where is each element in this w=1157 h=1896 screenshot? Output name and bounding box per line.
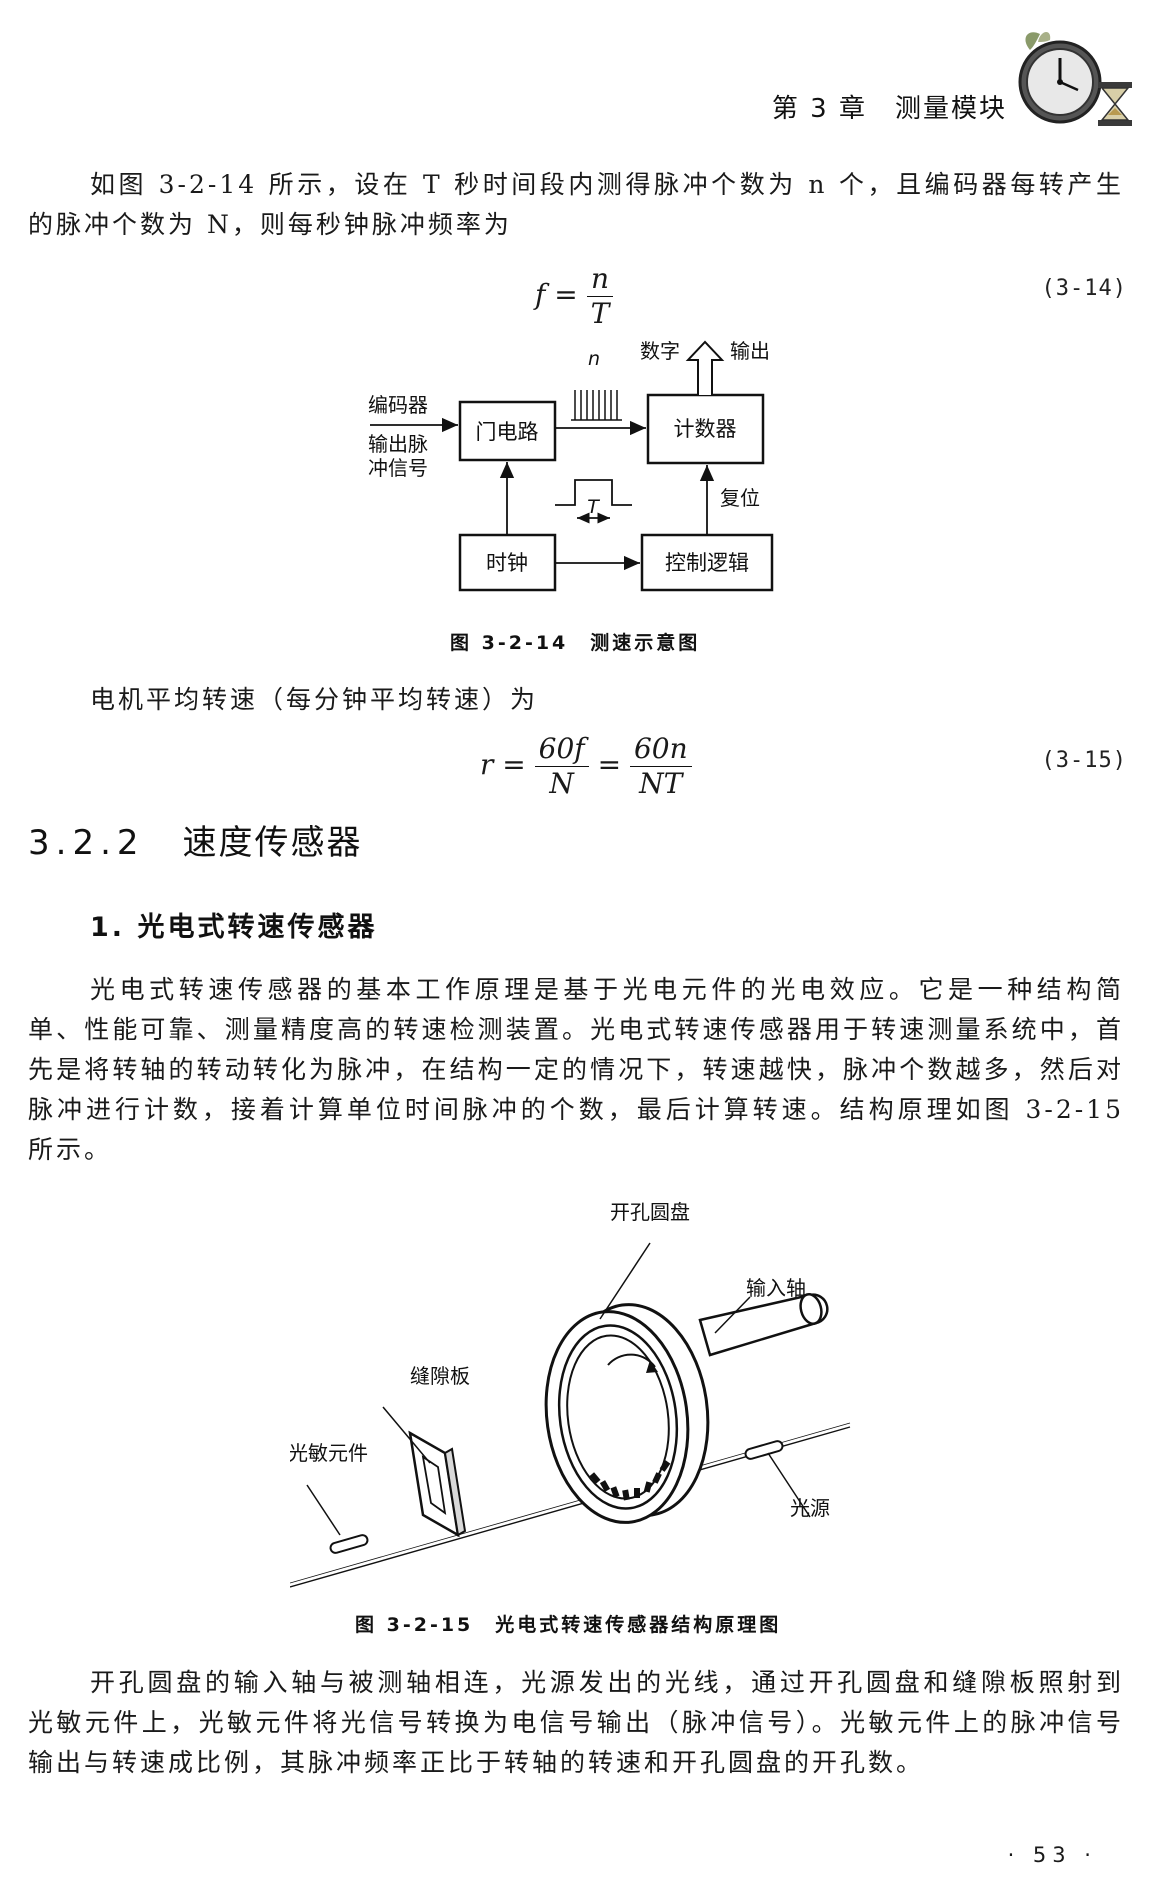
chapter-header: 第 3 章 测量模块 — [771, 94, 1007, 124]
figure-3-2-14-caption: 图 3-2-14 测速示意图 — [450, 632, 701, 654]
output-arrow — [685, 340, 725, 395]
eq2-fraction-2: 60n NT — [629, 732, 692, 801]
figure-3-2-14-diagram: 门电路 计数器 时钟 控制逻辑 编码器 输出脉 冲信号 n 数字 输出 — [360, 339, 780, 605]
perforated-disc — [544, 1303, 710, 1524]
eq2-denominator-1: N — [549, 767, 574, 800]
paragraph-1: 如图 3-2-14 所示，设在 T 秒时间段内测得脉冲个数为 n 个，且编码器每… — [28, 170, 1124, 239]
light-source — [744, 1440, 784, 1460]
encoder-label-3: 冲信号 — [368, 456, 428, 480]
gate-label: 门电路 — [476, 420, 539, 444]
page-number: · 53 · — [1007, 1843, 1097, 1867]
eq1-fraction: n T — [586, 262, 614, 331]
figure-3-2-15-caption: 图 3-2-15 光电式转速传感器结构原理图 — [355, 1614, 782, 1636]
light-label: 光源 — [790, 1496, 830, 1520]
eq2-lhs: r = — [480, 748, 526, 781]
equation-3-15: r = 60f N = 60n NT — [480, 732, 692, 801]
counter-label: 计数器 — [674, 417, 737, 441]
eq2-fraction-1: 60f N — [534, 732, 589, 801]
equation-number-3-15: (3-15) — [1041, 748, 1127, 773]
paragraph-4: 开孔圆盘的输入轴与被测轴相连，光源发出的光线，通过开孔圆盘和缝隙板照射到光敏元件… — [28, 1668, 1124, 1777]
disc-label: 开孔圆盘 — [610, 1200, 690, 1224]
encoder-label-1: 编码器 — [368, 393, 428, 417]
shaft-label: 输入轴 — [746, 1276, 806, 1300]
section-number: 3.2.2 — [28, 823, 145, 863]
section-title: 速度传感器 — [182, 823, 363, 863]
photo-sensor — [329, 1534, 369, 1554]
sensor-label: 光敏元件 — [290, 1441, 368, 1465]
pulse-train — [571, 390, 622, 421]
eq1-lhs: f = — [535, 278, 578, 311]
slit-plate — [408, 1430, 467, 1538]
digital-label: 数字 — [640, 340, 680, 363]
reset-label: 复位 — [720, 486, 760, 510]
encoder-label-2: 输出脉 — [368, 432, 428, 456]
eq2-numerator-2: 60n — [629, 732, 692, 767]
slit-label: 缝隙板 — [410, 1364, 470, 1388]
clock-label: 时钟 — [486, 551, 528, 575]
t-label: T — [587, 496, 600, 518]
paragraph-2: 电机平均转速（每分钟平均转速）为 — [90, 685, 539, 714]
output-label: 输出 — [730, 340, 770, 363]
figure-3-2-15-illustration: 开孔圆盘 输入轴 缝隙板 光敏元件 光源 — [288, 1195, 860, 1595]
paragraph-3: 光电式转速传感器的基本工作原理是基于光电元件的光电效应。它是一种结构简单、性能可… — [28, 975, 1124, 1164]
eq2-equals: = — [597, 748, 622, 781]
eq2-denominator-2: NT — [639, 767, 683, 800]
equation-number-3-14: (3-14) — [1041, 276, 1127, 301]
gate-box — [458, 400, 557, 462]
pulse-n-label: n — [588, 348, 600, 370]
eq2-numerator-1: 60f — [534, 732, 589, 767]
eq1-denominator: T — [590, 297, 610, 330]
equation-3-14: f = n T — [535, 262, 613, 331]
subsection-heading: 1. 光电式转速传感器 — [90, 912, 378, 943]
control-label: 控制逻辑 — [665, 551, 749, 575]
eq1-numerator: n — [586, 262, 613, 297]
section-heading: 3.2.2 速度传感器 — [28, 815, 363, 864]
chapter-clock-icon — [1010, 20, 1140, 130]
t-pulse — [555, 479, 632, 506]
